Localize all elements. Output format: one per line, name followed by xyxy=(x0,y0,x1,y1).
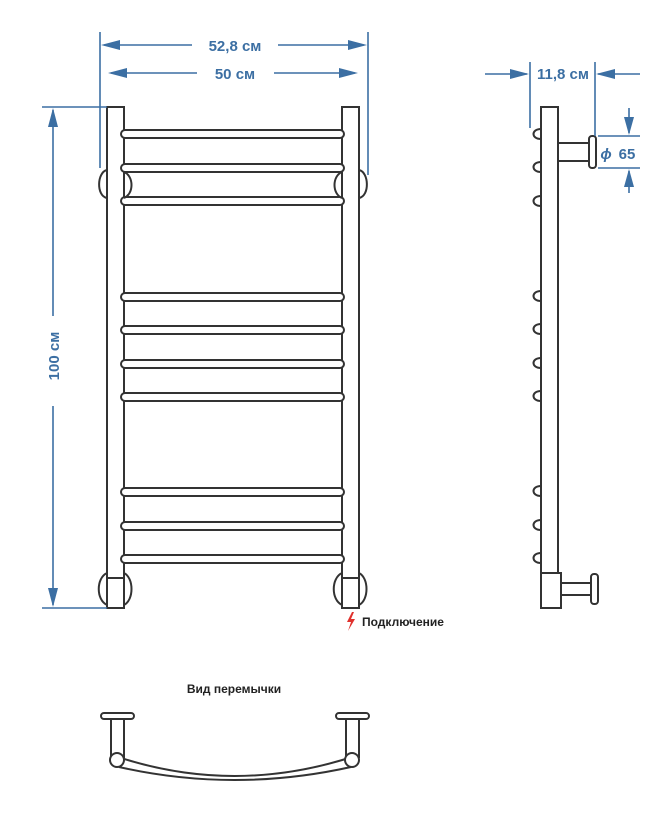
overall-width-label: 52,8 см xyxy=(209,38,262,55)
rung xyxy=(120,521,345,531)
side-wall-bracket xyxy=(557,135,597,169)
side-connection xyxy=(540,572,599,609)
depth-label: 11,8 см xyxy=(537,66,589,83)
rung xyxy=(120,392,345,402)
right-post xyxy=(341,106,360,609)
rung xyxy=(120,325,345,335)
rung xyxy=(120,292,345,302)
connection-fittings xyxy=(97,572,368,606)
jumper-view-title: Вид перемычки xyxy=(187,682,281,696)
rung xyxy=(120,196,345,206)
rung xyxy=(120,359,345,369)
connection-label: Подключение xyxy=(362,615,444,629)
rung xyxy=(120,554,345,564)
rungs xyxy=(120,129,345,564)
rung xyxy=(120,163,345,173)
side-view xyxy=(532,106,599,609)
front-view xyxy=(97,106,368,609)
inner-width-label: 50 см xyxy=(215,66,255,83)
dimension-overall-width: 52,8 см xyxy=(99,32,369,175)
rung xyxy=(120,129,345,139)
height-label: 100 см xyxy=(46,332,63,381)
diameter-label: 65 xyxy=(619,146,636,163)
jumper-view: Вид перемычки xyxy=(100,682,370,781)
side-rung-ends xyxy=(532,128,542,564)
dimension-height: 100 см xyxy=(42,106,107,609)
upper-wall-mounts xyxy=(98,169,368,199)
diameter-symbol: ϕ xyxy=(600,146,611,163)
dimension-inner-width: 50 см xyxy=(108,66,358,83)
dimension-depth: 11,8 см xyxy=(485,62,640,136)
lightning-icon xyxy=(347,612,355,631)
rung xyxy=(120,487,345,497)
side-post xyxy=(540,106,559,609)
left-post xyxy=(106,106,125,609)
connection-legend: Подключение xyxy=(347,612,444,631)
dimension-diameter: ϕ 65 xyxy=(598,108,640,193)
